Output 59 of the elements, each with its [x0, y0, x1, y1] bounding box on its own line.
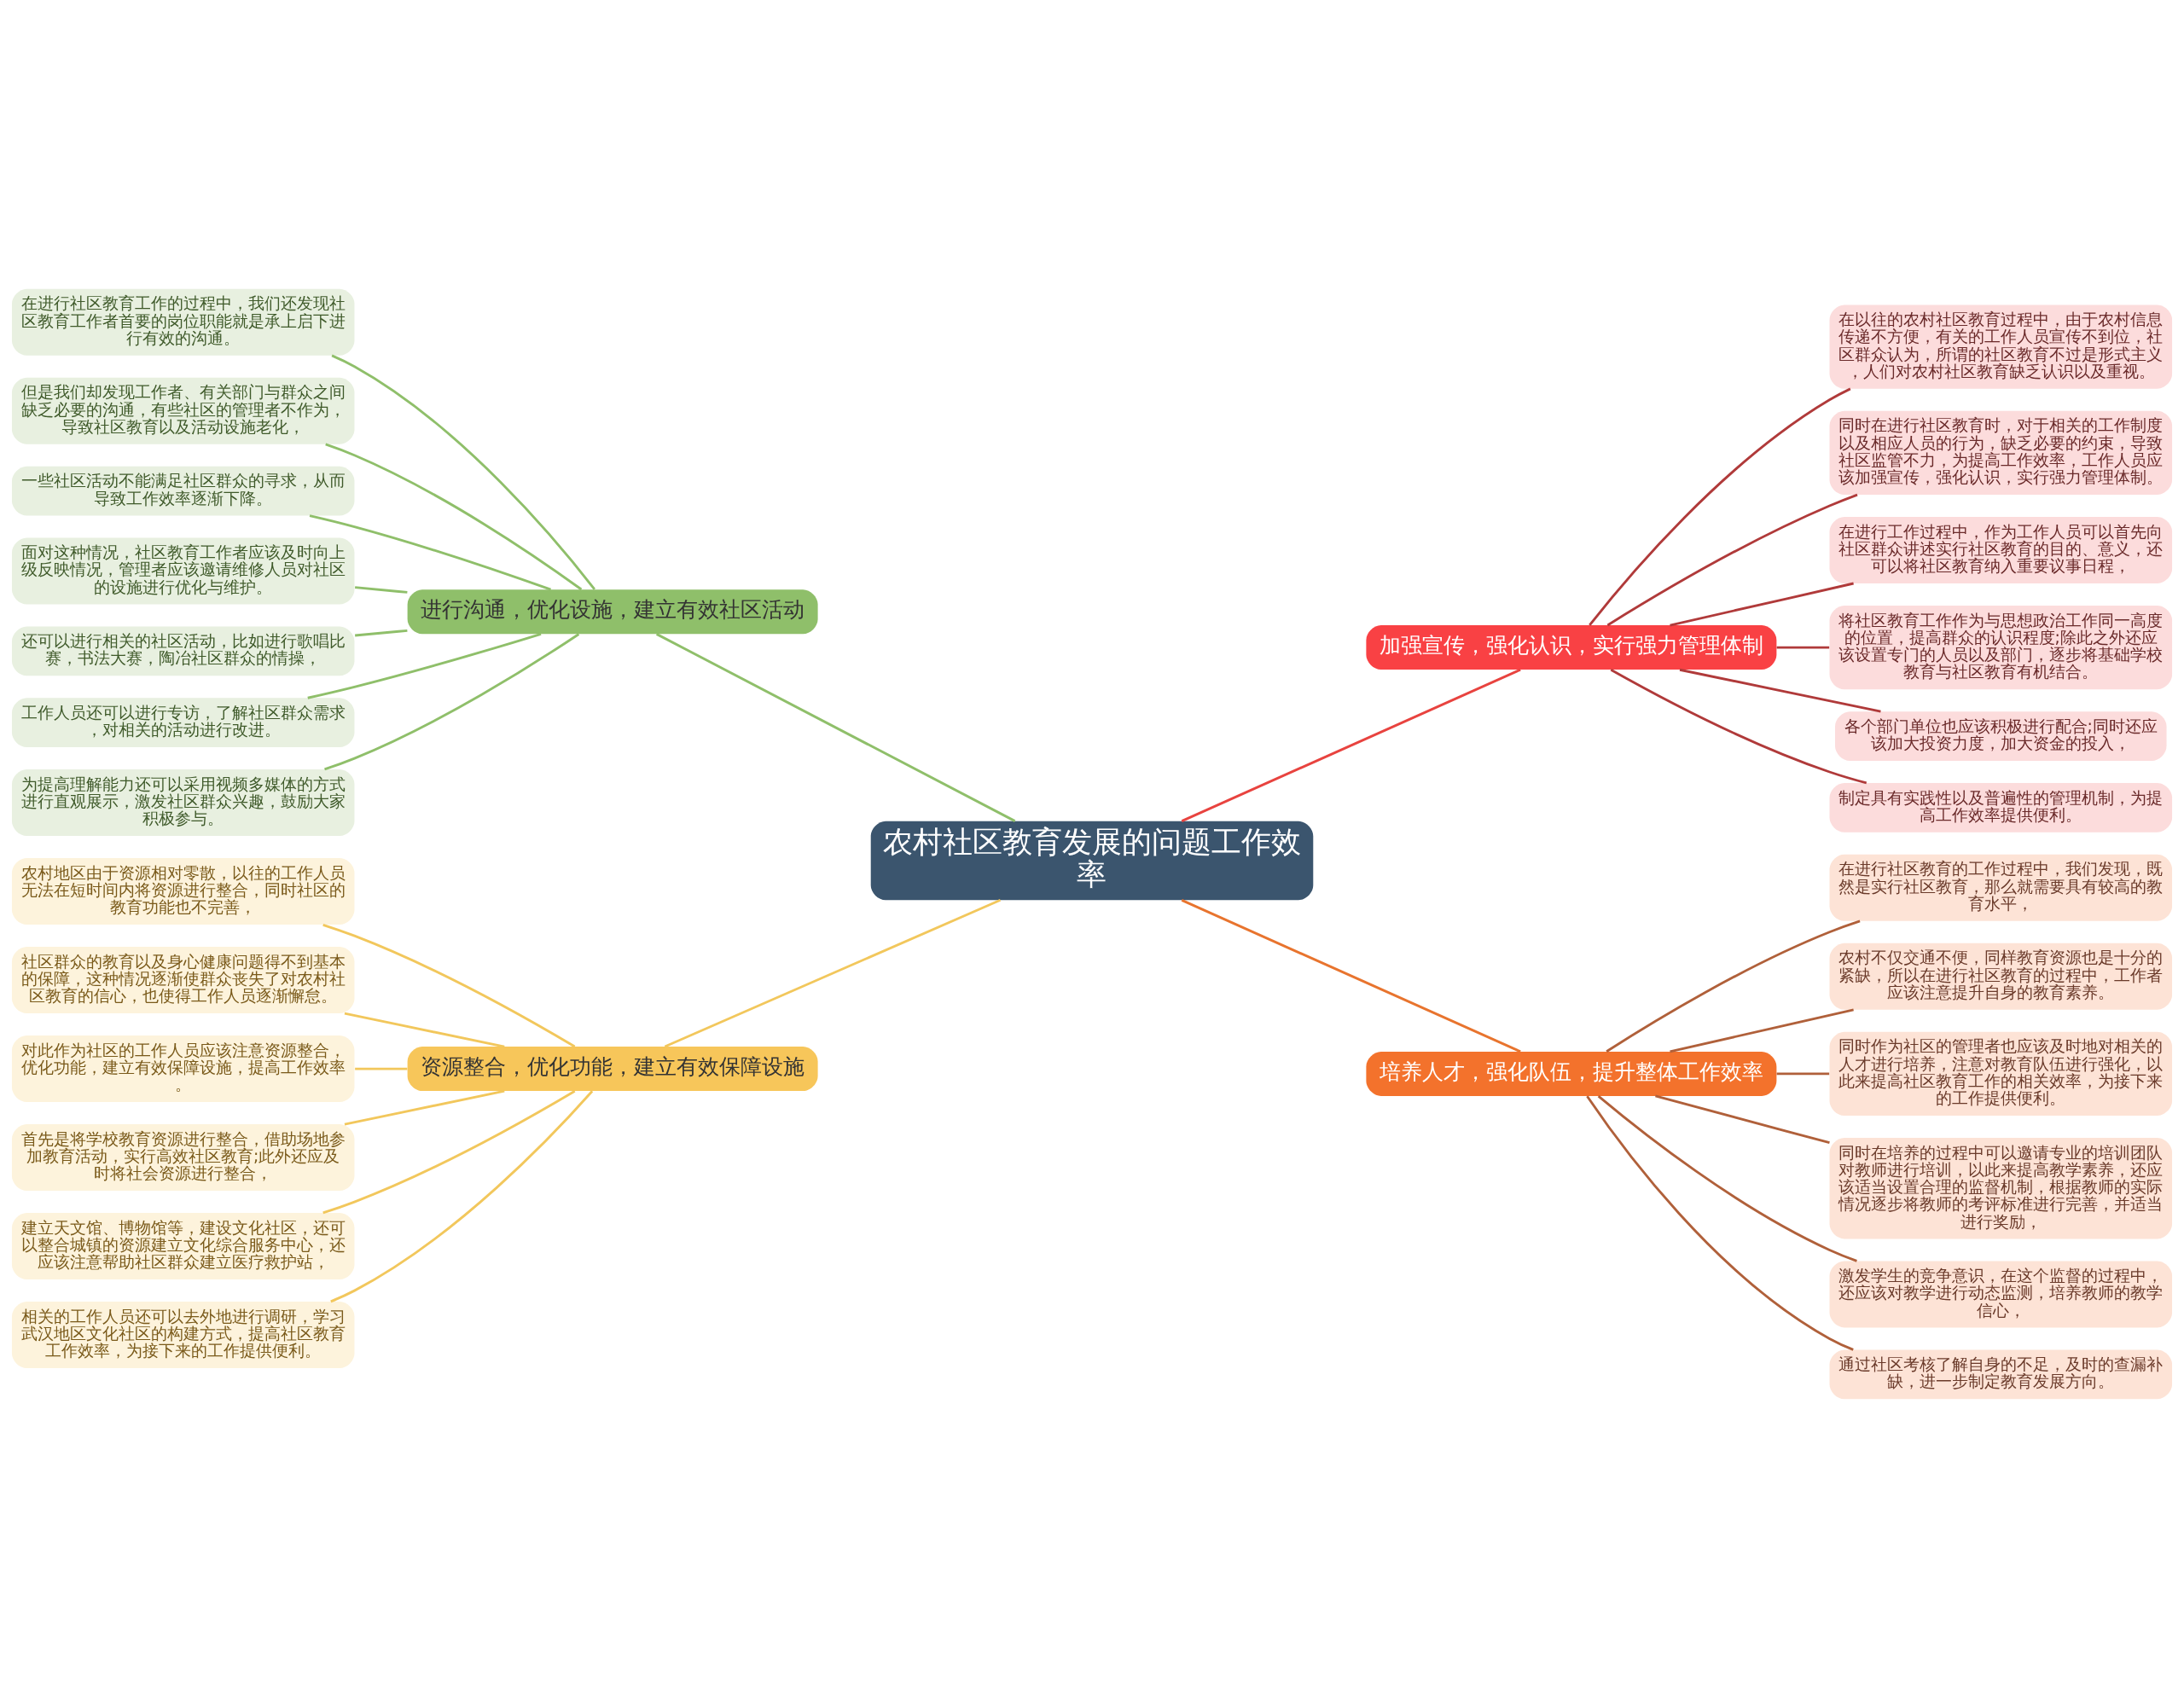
connector [1776, 1072, 1830, 1076]
connector [355, 586, 408, 594]
connector [1670, 1008, 1854, 1053]
connector [344, 1012, 505, 1048]
node-box: 将社区教育工作作为与思想政治工作同一高度的位置，提高群众的认识程度;除此之外还应该设置专门的人员以及部门，逐步将基础学校教育与社区教育有机结合。 [1829, 606, 2173, 690]
connector [307, 632, 542, 699]
node-box: 农村社区教育发展的问题工作效率 [870, 821, 1314, 901]
connector [1586, 1095, 1854, 1351]
node-box: 同时在培养的过程中可以邀请专业的培训团队对教师进行培训，以此来提高教学素养，还应该适当设置合理的监督机制，根据教师的实际情况逐步将教师的考评标准进行完善，并适当进行奖励， [1829, 1138, 2173, 1239]
connector [1679, 668, 1881, 713]
node-box: 面对这种情况，社区教育工作者应该及时向上级反映情况，管理者应该邀请维修人员对社区的设施进行优化与维护。 [11, 537, 355, 605]
node-box: 还可以进行相关的社区活动，比如进行歌唱比赛，书法大赛，陶冶社区群众的情操， [11, 626, 355, 676]
connector [309, 514, 551, 591]
node-box: 激发学生的竞争意识，在这个监督的过程中，还应该对教学进行动态监测，培养教师的教学信心， [1829, 1261, 2173, 1328]
node-box: 一些社区活动不能满足社区群众的寻求，从而导致工作效率逐渐下降。 [11, 466, 355, 516]
node-box: 农村不仅交通不便，同样教育资源也是十分的紧缺，所以在进行社区教育的过程中，工作者应该注意提升自身的教育素养。 [1829, 943, 2173, 1010]
connector [325, 443, 583, 591]
node-box: 制定具有实践性以及普遍性的管理机制，为提高工作效率提供便利。 [1829, 783, 2173, 832]
node-box: 在进行社区教育工作的过程中，我们还发现社区教育工作者首要的岗位职能就是承上启下进行有效的沟通。 [11, 288, 355, 356]
connector [1655, 1094, 1830, 1145]
connector [1181, 668, 1521, 822]
node-box: 建立天文馆、博物馆等，建设文化社区，还可以整合城镇的资源建立文化综合服务中心，还应该注意帮助社区群众建立医疗救护站， [11, 1213, 355, 1280]
node-box: 资源整合，优化功能，建立有效保障设施 [407, 1047, 818, 1092]
connector [324, 633, 580, 771]
node-box: 同时作为社区的管理者也应该及时地对相关的人才进行培养，注意对教育队伍进行强化，以此来提高社区教育工作的相关效率，为接下来的工作提供便利。 [1829, 1031, 2173, 1116]
node-box: 在以往的农村社区教育过程中，由于农村信息传递不方便，有关的工作人员宣传不到位，社区群众认为，所谓的社区教育不过是形式主义，人们对农村社区教育缺乏认识以及重视。 [1829, 305, 2173, 389]
node-box: 相关的工作人员还可以去外地进行调研，学习武汉地区文化社区的构建方式，提高社区教育工作效率，为接下来的工作提供便利。 [11, 1302, 355, 1369]
connector [355, 629, 408, 637]
connector [330, 1090, 594, 1303]
node-box: 工作人员还可以进行专访，了解社区群众需求，对相关的活动进行改进。 [11, 698, 355, 748]
node-box: 进行沟通，优化设施，建立有效社区活动 [407, 589, 818, 635]
connector [656, 633, 1016, 822]
node-box: 在进行社区教育的工作过程中，我们发现，既然是实行社区教育，那么就需要具有较高的教育水平， [1829, 854, 2173, 921]
node-box: 社区群众的教育以及身心健康问题得不到基本的保障，这种情况逐渐使群众丧失了对农村社区教育的信心，也使得工作人员逐渐懈怠。 [11, 947, 355, 1014]
node-box: 同时在进行社区教育时，对于相关的工作制度以及相应人员的行为，缺乏必要的约束，导致社区监管不力，为提高工作效率，工作人员应该加强宣传，强化认识，实行强力管理体制。 [1829, 410, 2173, 495]
connector [1606, 919, 1861, 1053]
connector [1606, 493, 1858, 627]
connector [1181, 899, 1521, 1053]
connector [664, 898, 1002, 1048]
node-box: 各个部门单位也应该积极进行配合;同时还应该加大投资力度，加大资金的投入， [1835, 711, 2167, 761]
node-box: 为提高理解能力还可以采用视频多媒体的方式进行直观展示，激发社区群众兴趣，鼓励大家积极参与。 [11, 769, 355, 837]
node-box: 培养人才，强化队伍，提升整体工作效率 [1366, 1051, 1777, 1096]
node-box: 对此作为社区的工作人员应该注意资源整合，优化功能，建立有效保障设施，提高工作效率。 [11, 1035, 355, 1103]
connector [322, 1090, 576, 1215]
connector [1776, 646, 1830, 649]
connector [355, 1067, 408, 1070]
connector [1670, 582, 1854, 627]
node-box: 首先是将学校教育资源进行整合，借助场地参加教育活动，实行高效社区教育;此外还应及时将社会资源进行整合， [11, 1124, 355, 1192]
connector [1610, 668, 1867, 785]
node-box: 但是我们却发现工作者、有关部门与群众之间缺乏必要的沟通，有些社区的管理者不作为，导致社区教育以及活动设施老化， [11, 377, 355, 444]
connector [344, 1089, 505, 1126]
node-box: 加强宣传，强化认识，实行强力管理体制 [1366, 625, 1777, 670]
connector [322, 923, 576, 1048]
node-box: 在进行工作过程中，作为工作人员可以首先向社区群众讲述实行社区教育的目的、意义，还可以将社区教育纳入重要议事日程， [1829, 517, 2173, 583]
connector [1597, 1094, 1857, 1262]
connector [331, 354, 595, 590]
connector [1589, 387, 1851, 626]
node-box: 农村地区由于资源相对零散，以往的工作人员无法在短时间内将资源进行整合，同时社区的教育功能也不完善， [11, 858, 355, 925]
node-box: 通过社区考核了解自身的不足，及时的查漏补缺，进一步制定教育发展方向。 [1829, 1349, 2173, 1400]
